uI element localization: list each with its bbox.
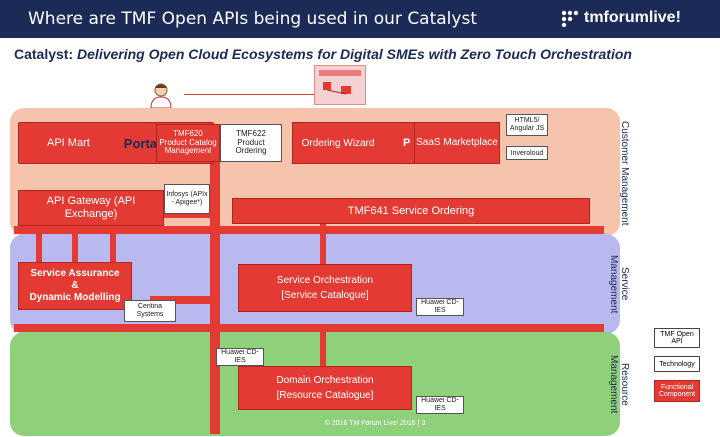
legend-functional-component: Functional Component (654, 380, 700, 402)
service-assurance-box[interactable]: Service Assurance & Dynamic Modelling (18, 262, 132, 310)
footer-copyright: © 2016 TM Forum Live! 2016 | 3 (324, 420, 426, 427)
user-icon (149, 82, 173, 109)
cloud-app-icon (319, 70, 361, 95)
connector-stub (72, 232, 78, 266)
huawei-domain-technology-box: Huawei CD-IES (416, 396, 464, 414)
legend-open-api: TMF Open API (654, 328, 700, 348)
saas-marketplace-box[interactable]: SaaS Marketplace (414, 122, 500, 164)
service-orchestration-box[interactable]: Service Orchestration [Service Catalogue… (238, 264, 412, 312)
customer-management-label: Customer Management (619, 120, 630, 226)
infosys-technology-box: Infosys (APIx - Apigee*) (164, 184, 210, 214)
service-orchestration-line1: Service Orchestration (276, 275, 374, 286)
ordering-wizard-bar[interactable]: Ordering Wizard P (292, 122, 418, 164)
centina-connector (150, 296, 214, 304)
ordering-wizard-label: Ordering Wizard (301, 137, 375, 149)
domain-orchestration-connector (320, 328, 326, 368)
connector-stub (36, 224, 42, 234)
page-title: Where are TMF Open APIs being used in ou… (28, 9, 477, 29)
tmf620-api-box[interactable]: TMF620 Product Catalog Management (156, 124, 220, 162)
huawei-service-technology-box: Huawei CD-IES (416, 298, 464, 316)
api-mart-label: API Mart (47, 137, 90, 149)
service-assurance-line3: Dynamic Modelling (29, 292, 121, 303)
tmf641-service-ordering-bar[interactable]: TMF641 Service Ordering (232, 198, 590, 224)
huawei-resource-technology-box: Huawei CD-IES (216, 348, 264, 366)
service-assurance-line1: Service Assurance (30, 268, 120, 279)
tmf622-api-box[interactable]: TMF622 Product Ordering (220, 124, 282, 162)
user-connector-line (184, 94, 314, 95)
connector-stub (110, 224, 116, 234)
connector-stub (36, 232, 42, 266)
legend-technology: Technology (654, 356, 700, 372)
resource-layer-top-bar (14, 324, 604, 332)
catalyst-subtitle: Catalyst: Delivering Open Cloud Ecosyste… (14, 46, 632, 62)
service-orchestration-line2: [Service Catalogue] (281, 290, 369, 301)
api-gateway-box[interactable]: API Gateway (API Exchange) (18, 190, 164, 226)
portal-label: Portal (123, 135, 161, 151)
app-screenshot-thumbnail (314, 65, 366, 105)
ordering-wizard-tail: P (403, 137, 411, 149)
service-management-label: Service Management (608, 254, 630, 314)
tmforum-logo: tmforumlive! (560, 9, 681, 27)
service-orchestration-connector (320, 200, 326, 268)
tmforum-dots-icon (561, 10, 579, 27)
service-assurance-line2: & (71, 280, 79, 291)
html5-technology-box: HTML5/ Angular JS (506, 114, 548, 136)
connector-stub (72, 224, 78, 234)
resource-management-label: Resource Management (608, 354, 630, 414)
connector-stub (110, 232, 116, 266)
header-bar (0, 0, 720, 38)
connector-stub (150, 224, 156, 234)
main-vertical-bus (210, 136, 220, 434)
centina-technology-box: Centina Systems (124, 300, 176, 322)
service-layer-top-bar (14, 226, 604, 234)
domain-orchestration-line2: [Resource Catalogue] (276, 390, 374, 401)
domain-orchestration-box[interactable]: Domain Orchestration [Resource Catalogue… (238, 366, 412, 410)
domain-orchestration-line1: Domain Orchestration (276, 375, 374, 386)
gateway-connector (160, 210, 214, 218)
inveroloud-technology-box: Inveroloud (506, 146, 548, 160)
